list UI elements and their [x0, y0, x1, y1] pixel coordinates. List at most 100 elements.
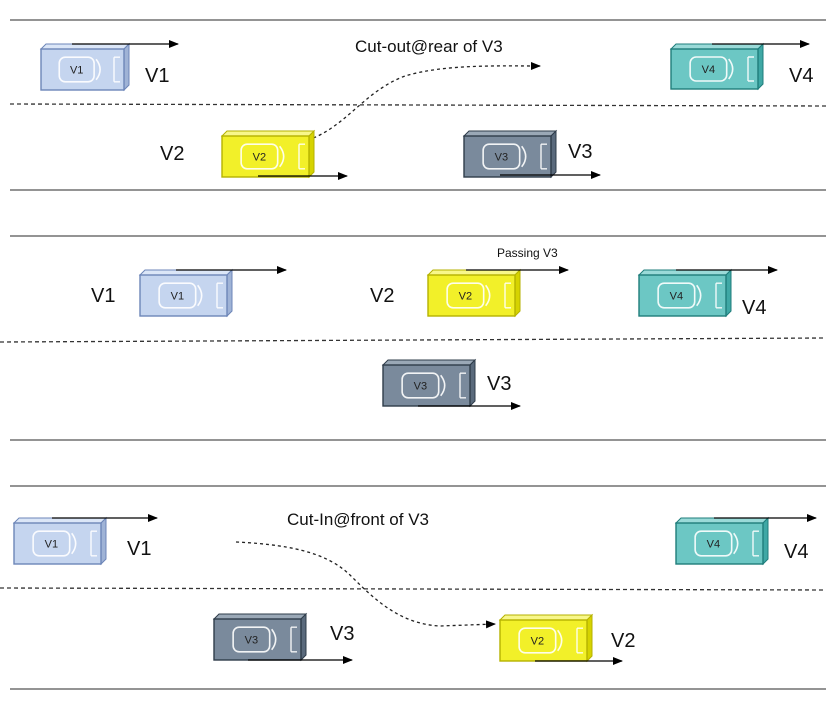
vehicle-body: [499, 619, 588, 662]
vehicle-bumper: [90, 530, 97, 557]
vehicle-v1: V1: [138, 268, 234, 318]
vehicle-label: V2: [160, 143, 184, 165]
vehicle-label: V2: [370, 285, 394, 307]
lane-change-path: [235, 541, 496, 629]
scenario-cut-out: Cut-out@rear of V3 V1 V1 V4 V4 V2 V2 V3 …: [9, 19, 827, 191]
vehicle-side: [725, 268, 732, 318]
lane-divider: [0, 587, 827, 591]
vehicle-label: V3: [568, 141, 592, 163]
vehicle-badge: V4: [702, 64, 715, 76]
vehicle-v2: V2: [426, 268, 522, 318]
vehicle-hood: [733, 532, 739, 555]
vehicle-badge: V2: [459, 291, 472, 303]
vehicle-bumper: [540, 143, 547, 170]
vehicle-label: V4: [742, 297, 766, 319]
vehicle-badge: V4: [670, 291, 683, 303]
vehicle-side: [469, 358, 476, 408]
vehicle-side: [757, 42, 764, 91]
scenario-caption: Passing V3: [497, 246, 558, 260]
vehicle-hood: [440, 374, 446, 397]
vehicle-bumper: [459, 372, 466, 399]
vehicle-top: [220, 130, 316, 137]
vehicle-top: [426, 269, 522, 276]
vehicle-cabin: [240, 143, 279, 170]
vehicle-top: [674, 517, 770, 524]
lane-divider: [0, 337, 827, 343]
vehicle-label: V4: [784, 541, 808, 563]
scenario-caption: Cut-In@front of V3: [287, 510, 429, 529]
vehicle-side: [100, 516, 107, 566]
vehicle-label: V2: [611, 630, 635, 652]
vehicle-v4: V4: [674, 516, 770, 566]
vehicle-badge: V1: [70, 65, 83, 77]
scenario-cut-in: Cut-In@front of V3 V1 V1 V4 V4 V3 V3 V2 …: [0, 485, 827, 690]
vehicle-side: [586, 613, 593, 663]
vehicle-body: [675, 522, 764, 565]
vehicle-badge: V2: [531, 636, 544, 648]
vehicle-top: [12, 517, 108, 524]
vehicle-side: [123, 42, 130, 92]
vehicle-v3: V3: [381, 358, 477, 408]
vehicle-side: [514, 268, 521, 318]
vehicle-v2: V2: [498, 613, 594, 663]
vehicle-body: [139, 274, 228, 317]
vehicle-cabin: [401, 372, 440, 399]
vehicle-side: [300, 612, 307, 662]
vehicle-badge: V3: [414, 381, 427, 393]
vehicle-body: [427, 274, 516, 317]
vehicle-hood: [696, 284, 702, 307]
vehicle-cabin: [32, 530, 71, 557]
vehicle-top: [498, 614, 594, 621]
vehicle-side: [308, 129, 315, 179]
vehicle-label: V3: [330, 623, 354, 645]
vehicle-bumper: [216, 282, 223, 309]
vehicle-badge: V1: [171, 291, 184, 303]
vehicle-hood: [485, 284, 491, 307]
vehicle-bumper: [752, 530, 759, 557]
vehicle-cabin: [158, 282, 197, 309]
vehicle-cabin: [232, 626, 271, 653]
lane-divider: [9, 103, 827, 107]
vehicle-label: V1: [127, 538, 151, 560]
vehicle-bumper: [504, 282, 511, 309]
vehicle-label: V3: [487, 373, 511, 395]
vehicle-body: [670, 48, 759, 90]
vehicle-v3: V3: [462, 129, 558, 179]
vehicle-v2: V2: [220, 129, 316, 179]
vehicle-hood: [279, 145, 285, 168]
vehicle-body: [213, 618, 302, 661]
vehicle-body: [638, 274, 727, 317]
scenario-caption: Cut-out@rear of V3: [355, 37, 503, 56]
scenario-passing: Passing V3 V1 V1 V2 V2 V4 V4 V3 V3: [0, 235, 827, 441]
vehicle-top: [637, 269, 733, 276]
vehicle-body: [221, 135, 310, 178]
vehicle-hood: [557, 629, 563, 652]
vehicle-cabin: [482, 143, 521, 170]
vehicle-badge: V1: [45, 539, 58, 551]
vehicle-v3: V3: [212, 612, 308, 662]
vehicle-cabin: [694, 530, 733, 557]
vehicle-badge: V4: [707, 539, 720, 551]
vehicle-bumper: [715, 282, 722, 309]
vehicle-hood: [521, 145, 527, 168]
vehicle-side: [762, 516, 769, 566]
vehicle-hood: [197, 284, 203, 307]
vehicle-label: V1: [91, 285, 115, 307]
vehicle-v1: V1: [39, 42, 131, 92]
vehicle-cabin: [58, 56, 95, 83]
vehicle-top: [212, 613, 308, 620]
vehicle-cabin: [518, 627, 557, 654]
vehicle-cabin: [689, 56, 728, 82]
vehicle-badge: V3: [245, 635, 258, 647]
vehicle-hood: [271, 628, 277, 651]
vehicle-v4: V4: [637, 268, 733, 318]
vehicle-hood: [71, 532, 77, 555]
vehicle-bumper: [298, 143, 305, 170]
vehicle-top: [462, 130, 558, 137]
vehicle-side: [550, 129, 557, 179]
vehicle-hood: [95, 58, 101, 81]
lane-change-path: [301, 61, 541, 143]
vehicle-top: [669, 43, 765, 50]
vehicle-bumper: [747, 56, 754, 82]
